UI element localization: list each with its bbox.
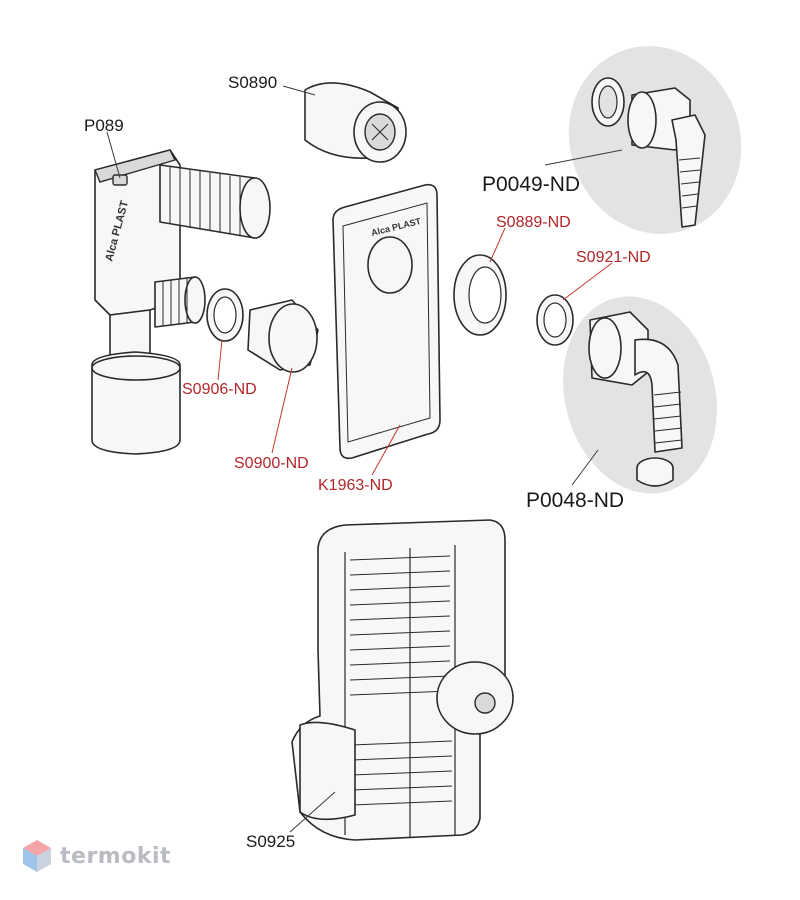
part-s0921-ring-inner — [543, 302, 567, 338]
leader-p0048 — [571, 449, 599, 486]
label-s0900: S0900-ND — [234, 455, 309, 472]
leader-s0925 — [289, 791, 336, 833]
siphon-body: Alca PLAST — [91, 149, 181, 455]
leader-p089 — [106, 131, 121, 179]
part-s0900-cap — [247, 299, 319, 373]
part-p0049-elbow — [591, 77, 706, 228]
leader-k1963 — [371, 424, 401, 476]
part-s0925-box — [291, 519, 514, 841]
leader-s0906 — [217, 339, 223, 381]
cube-logo-icon — [23, 840, 51, 872]
label-p0049: P0049-ND — [482, 173, 580, 196]
part-s0889-nut — [453, 254, 507, 336]
part-s0906-ring-inner — [213, 296, 237, 334]
lower-connector — [154, 276, 206, 328]
part-s0890-cap — [304, 82, 407, 163]
label-p0048: P0048-ND — [526, 489, 624, 512]
watermark-logo: termokit — [22, 836, 171, 876]
leader-s0890 — [282, 85, 316, 96]
watermark-text: termokit — [60, 843, 172, 869]
label-s0925: S0925 — [246, 832, 295, 851]
label-k1963: K1963-ND — [318, 477, 393, 494]
part-p0048-elbow — [588, 311, 683, 487]
part-k1963-plate: Alca PLAST — [332, 183, 441, 460]
label-s0890: S0890 — [228, 73, 277, 92]
leader-p0049 — [544, 149, 623, 166]
label-s0921: S0921-ND — [576, 249, 651, 266]
label-s0889: S0889-ND — [496, 214, 571, 231]
leader-s0921 — [562, 262, 613, 301]
threaded-outlet — [159, 164, 271, 239]
label-p089: P089 — [84, 116, 124, 135]
leader-s0900 — [271, 367, 293, 454]
leader-s0889 — [489, 227, 506, 263]
label-s0906: S0906-ND — [182, 381, 257, 398]
